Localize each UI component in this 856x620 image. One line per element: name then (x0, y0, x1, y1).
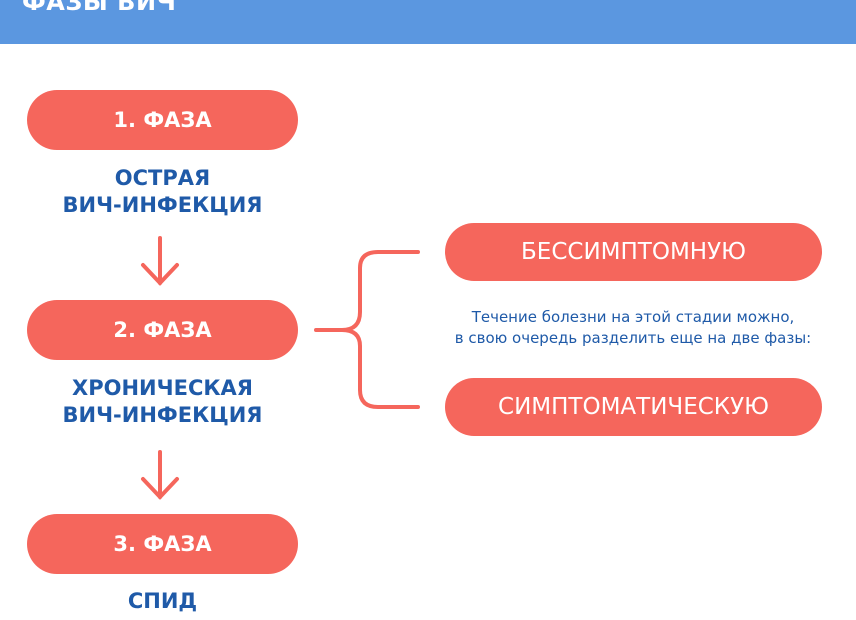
phase-1-name-line-1: ОСТРАЯ (114, 166, 211, 190)
phase-1-name: ОСТРАЯ ВИЧ-ИНФЕКЦИЯ (27, 165, 298, 219)
phase-3-name-line-1: СПИД (127, 589, 198, 613)
brace-connector (314, 250, 420, 409)
arrow-down-icon (141, 450, 179, 500)
arrow-down-icon (141, 236, 179, 286)
branch-note: Течение болезни на этой стадии можно, в … (410, 307, 856, 349)
phase-3-pill: 3. ФАЗА (27, 514, 298, 574)
option-symptomatic-pill: СИМПТОМАТИЧЕСКУЮ (445, 378, 822, 436)
option-asymptomatic-pill: БЕССИМПТОМНУЮ (445, 223, 822, 281)
phase-2-name: ХРОНИЧЕСКАЯ ВИЧ-ИНФЕКЦИЯ (27, 375, 298, 429)
phase-2-name-line-1: ХРОНИЧЕСКАЯ (72, 376, 253, 400)
phase-1-name-line-2: ВИЧ-ИНФЕКЦИЯ (62, 193, 263, 217)
header-bar: ФАЗЫ ВИЧ (0, 0, 856, 44)
phase-1-pill: 1. ФАЗА (27, 90, 298, 150)
phase-2-pill: 2. ФАЗА (27, 300, 298, 360)
page-title: ФАЗЫ ВИЧ (22, 0, 177, 16)
branch-note-line-1: Течение болезни на этой стадии можно, (471, 308, 795, 326)
phase-3-name: СПИД (27, 588, 298, 615)
phase-2-name-line-2: ВИЧ-ИНФЕКЦИЯ (62, 403, 263, 427)
branch-note-line-2: в свою очередь разделить еще на две фазы… (454, 329, 812, 347)
